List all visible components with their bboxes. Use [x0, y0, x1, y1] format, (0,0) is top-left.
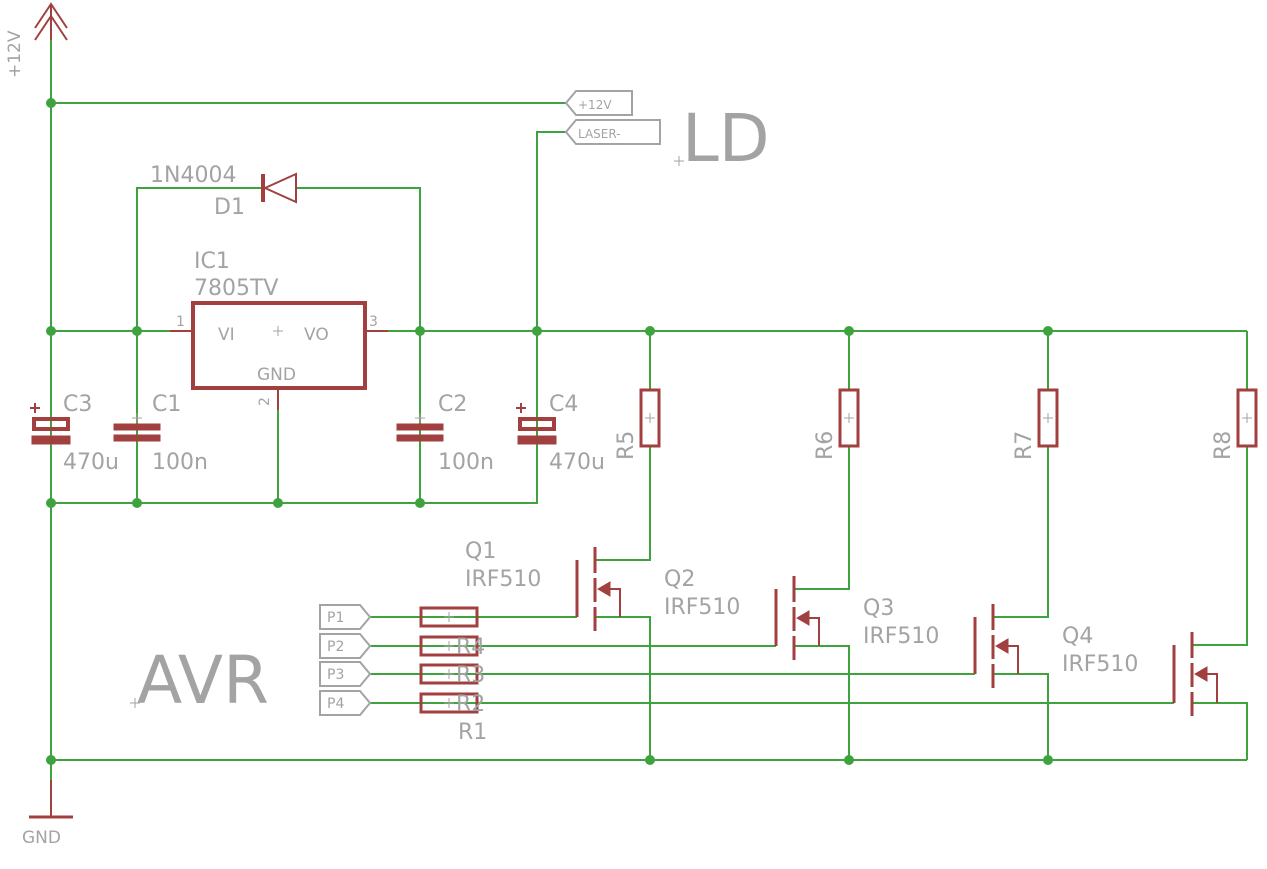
junctions: [46, 98, 1053, 765]
ld-connector-name: LD: [682, 100, 770, 177]
r6-name: R6: [813, 431, 838, 460]
q3-drain-wire: [993, 446, 1049, 618]
resistor-r6: R6: [813, 388, 860, 460]
laser-minus-wire: [536, 131, 566, 331]
avr-pin-p3: P3: [327, 667, 344, 683]
q4-name: Q4: [1062, 624, 1093, 649]
junction-dot: [46, 498, 56, 508]
ic1-pin2-number: 2: [257, 397, 273, 406]
ic1-value: 7805TV: [194, 276, 278, 301]
junction-dot: [844, 755, 854, 765]
c4-value: 470u: [549, 450, 605, 475]
c1-name: C1: [152, 392, 181, 417]
junction-dot: [415, 326, 425, 336]
avr-pin-p2: P2: [327, 639, 344, 655]
ld-connector: +12V LASER- LD: [564, 90, 770, 177]
q4-value: IRF510: [1062, 652, 1138, 677]
junction-dot: [46, 326, 56, 336]
avr-connector-name: AVR: [137, 642, 269, 719]
q2-source-wire: [794, 645, 850, 760]
mosfet-q1: Q1 IRF510: [465, 539, 621, 631]
r3-name: R3: [456, 663, 485, 688]
c4-ground-wire: [51, 331, 538, 504]
mosfet-q2: Q2 IRF510: [664, 567, 820, 660]
q3-source-wire: [993, 673, 1049, 760]
ic1-name: IC1: [194, 249, 230, 274]
c1-value: 100n: [152, 450, 208, 475]
q2-value: IRF510: [664, 595, 740, 620]
q1-name: Q1: [465, 539, 496, 564]
junction-dot: [132, 498, 142, 508]
avr-pin-p1: P1: [327, 610, 344, 626]
resistor-r1: [419, 606, 479, 628]
gnd-symbol: GND: [22, 780, 73, 848]
q3-name: Q3: [863, 596, 894, 621]
c2-value: 100n: [438, 450, 494, 475]
r7-name: R7: [1012, 431, 1037, 460]
junction-dot: [415, 498, 425, 508]
junction-dot: [645, 755, 655, 765]
q2-drain-wire: [794, 446, 850, 590]
r2-name: R2: [456, 692, 485, 717]
ic1-pin-gnd: GND: [257, 365, 296, 385]
junction-dot: [532, 326, 542, 336]
junction-dot: [645, 326, 655, 336]
capacitor-c2: C2 100n: [396, 392, 494, 475]
avr-connector: P1 P2 P3 P4 AVR: [130, 604, 372, 719]
q2-name: Q2: [664, 567, 695, 592]
junction-dot: [46, 755, 56, 765]
capacitor-c4: C4 470u: [516, 392, 605, 475]
q4-source-wire: [1192, 702, 1248, 760]
diode-anode-wire: [296, 187, 421, 331]
ld-pin-vcc: +12V: [578, 98, 612, 112]
junction-dot: [132, 326, 142, 336]
ic1-pin-vo: VO: [304, 325, 329, 345]
q4-drain-wire: [1192, 446, 1248, 646]
diode-d1: 1N4004 D1: [150, 163, 297, 220]
r8-name: R8: [1211, 431, 1236, 460]
c2-name: C2: [438, 392, 467, 417]
resistor-r3: R3: [419, 663, 485, 688]
resistor-r4: R4: [419, 635, 485, 660]
ic1-pin-vi: VI: [218, 325, 235, 345]
resistor-r5: R5: [614, 388, 661, 460]
junction-dot: [1043, 326, 1053, 336]
vcc-symbol: +12V: [5, 2, 68, 78]
r5-name: R5: [614, 431, 639, 460]
resistor-r2: R2: [419, 692, 485, 717]
r1-name: R1: [458, 720, 487, 745]
ic1-pin3-number: 3: [369, 314, 378, 330]
q3-value: IRF510: [863, 624, 939, 649]
q1-value: IRF510: [465, 567, 541, 592]
c3-value: 470u: [63, 450, 119, 475]
capacitor-c1: C1 100n: [113, 392, 208, 475]
regulator-ic1: IC1 7805TV VI VO GND 1 3 2: [170, 249, 388, 410]
capacitor-c3: C3 470u: [30, 392, 119, 475]
vcc-label: +12V: [5, 30, 25, 78]
q1-source-wire: [595, 616, 651, 760]
d1-name: D1: [214, 195, 245, 220]
diode-cathode-wire: [136, 187, 263, 331]
ld-pin-laser-minus: LASER-: [578, 127, 621, 141]
c4-name: C4: [549, 392, 578, 417]
mosfet-q3: Q3 IRF510: [863, 596, 1019, 688]
c3-name: C3: [63, 392, 92, 417]
resistor-r7: R7: [1012, 388, 1059, 460]
junction-dot: [844, 326, 854, 336]
junction-dot: [1043, 755, 1053, 765]
avr-pin-p4: P4: [327, 696, 344, 712]
junction-dot: [46, 98, 56, 108]
q1-drain-wire: [595, 446, 651, 561]
mosfet-q4: Q4 IRF510: [1062, 624, 1218, 716]
junction-dot: [273, 498, 283, 508]
gnd-label: GND: [22, 828, 61, 848]
resistor-r8: R8: [1211, 388, 1258, 460]
d1-value: 1N4004: [150, 163, 236, 188]
ic1-pin1-number: 1: [176, 314, 185, 330]
r4-name: R4: [456, 635, 485, 660]
